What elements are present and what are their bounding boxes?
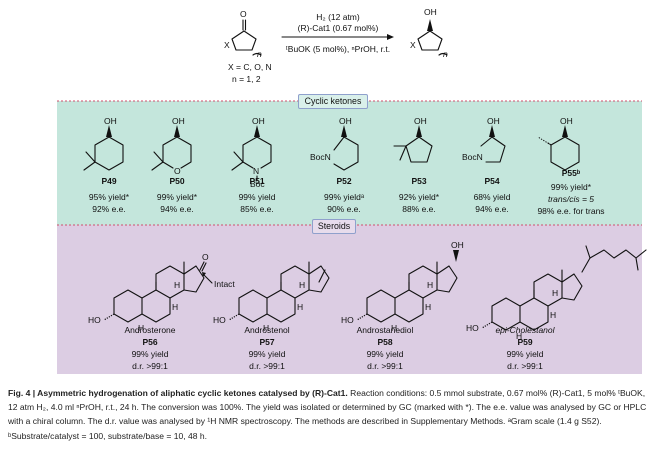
yield-p54: 68% yield bbox=[474, 192, 511, 202]
ee-p51: 85% e.e. bbox=[240, 204, 274, 214]
label-p55: P55ᵇ bbox=[562, 168, 581, 178]
label-p57: P57 bbox=[259, 337, 274, 347]
reaction-scheme: O X n X = C, O, N n = 1, 2 H₂ (12 atm) (… bbox=[224, 7, 448, 84]
steroids-header: Steroids bbox=[312, 219, 356, 234]
yield-p57: 99% yield bbox=[249, 349, 286, 359]
ee-p50: 94% e.e. bbox=[160, 204, 194, 214]
yield-p55: 99% yield* bbox=[551, 182, 592, 192]
caption-body: Reaction conditions: 0.5 mmol substrate,… bbox=[8, 388, 647, 441]
dr-p58: d.r. >99:1 bbox=[367, 361, 403, 371]
svg-text:OH: OH bbox=[172, 116, 185, 126]
ee-p54: 94% e.e. bbox=[475, 204, 509, 214]
svg-text:Boc: Boc bbox=[250, 179, 265, 189]
svg-text:O: O bbox=[174, 166, 181, 176]
product-x: X bbox=[410, 40, 416, 50]
label-p51: P51 bbox=[249, 176, 264, 186]
ee-p55: 98% e.e. for trans bbox=[537, 206, 604, 216]
svg-text:OH: OH bbox=[414, 116, 427, 126]
cyclic-product-labels: P49 95% yield* 92% e.e. P50 99% yield* 9… bbox=[89, 168, 605, 216]
label-p53: P53 bbox=[411, 176, 426, 186]
svg-text:BocN: BocN bbox=[462, 152, 483, 162]
svg-text:O: O bbox=[202, 252, 209, 262]
reactant-ketone: O X n bbox=[224, 9, 262, 59]
yield-p51: 99% yield bbox=[239, 192, 276, 202]
n-definition: n = 1, 2 bbox=[232, 74, 261, 84]
yield-p53: 92% yield* bbox=[399, 192, 440, 202]
label-p54: P54 bbox=[484, 176, 499, 186]
structure-p49: OH bbox=[83, 116, 124, 171]
name-p59: epi-Cholestanol bbox=[495, 325, 555, 335]
svg-text:OH: OH bbox=[560, 116, 573, 126]
steroid-labels: Androsterone P56 99% yield d.r. >99:1 An… bbox=[124, 325, 555, 371]
structure-p50: OH O bbox=[151, 116, 192, 176]
label-p52: P52 bbox=[336, 176, 351, 186]
yield-p56: 99% yield bbox=[132, 349, 169, 359]
svg-text:OH: OH bbox=[451, 240, 464, 250]
svg-text:OH: OH bbox=[487, 116, 500, 126]
yield-p50: 99% yield* bbox=[157, 192, 198, 202]
structure-p51: OH N Boc bbox=[231, 116, 272, 189]
ee-p52: 90% e.e. bbox=[327, 204, 361, 214]
label-p56: P56 bbox=[142, 337, 157, 347]
label-p58: P58 bbox=[377, 337, 392, 347]
arrow-head bbox=[387, 34, 394, 40]
dr-p57: d.r. >99:1 bbox=[249, 361, 285, 371]
product-alcohol: OH X n bbox=[410, 7, 448, 59]
svg-text:N: N bbox=[253, 166, 259, 176]
structure-p56: O Intact bbox=[87, 252, 235, 334]
reactant-n: n bbox=[257, 49, 262, 59]
svg-text:OH: OH bbox=[252, 116, 265, 126]
conditions-catalyst: (R)-Cat1 (0.67 mol%) bbox=[298, 23, 379, 33]
intact-label: Intact bbox=[214, 279, 235, 289]
svg-text:OH: OH bbox=[339, 116, 352, 126]
conditions-h2: H₂ (12 atm) bbox=[316, 12, 360, 22]
yield-p59: 99% yield bbox=[507, 349, 544, 359]
yield-p49: 95% yield* bbox=[89, 192, 130, 202]
reactant-x: X bbox=[224, 40, 230, 50]
steroids-panel bbox=[57, 225, 642, 374]
dr-p59: d.r. >99:1 bbox=[507, 361, 543, 371]
ee-p49: 92% e.e. bbox=[92, 204, 126, 214]
product-n: n bbox=[443, 49, 448, 59]
label-p59: P59 bbox=[517, 337, 532, 347]
label-p50: P50 bbox=[169, 176, 184, 186]
ee-p53: 88% e.e. bbox=[402, 204, 436, 214]
cyclic-ketones-header: Cyclic ketones bbox=[298, 94, 368, 109]
x-definition: X = C, O, N bbox=[228, 62, 272, 72]
svg-text:OH: OH bbox=[104, 116, 117, 126]
ketone-oxygen: O bbox=[240, 9, 247, 19]
conditions-base: ᵗBuOK (5 mol%), ⁿPrOH, r.t. bbox=[286, 44, 390, 54]
structure-p59 bbox=[465, 245, 647, 342]
structure-p54: OH BocN bbox=[462, 116, 506, 163]
name-p57: Androstenol bbox=[244, 325, 289, 335]
label-p49: P49 bbox=[101, 176, 116, 186]
yield-p52: 99% yieldᵃ bbox=[324, 192, 365, 202]
product-oh: OH bbox=[424, 7, 437, 17]
name-p58: Androstanediol bbox=[357, 325, 414, 335]
name-p56: Androsterone bbox=[124, 325, 175, 335]
dr-p56: d.r. >99:1 bbox=[132, 361, 168, 371]
figure-caption: Fig. 4 | Asymmetric hydrogenation of ali… bbox=[8, 386, 656, 443]
svg-text:BocN: BocN bbox=[310, 152, 331, 162]
caption-title: Fig. 4 | Asymmetric hydrogenation of ali… bbox=[8, 388, 348, 398]
structure-p58: OH bbox=[340, 240, 464, 334]
cyclic-ketones-panel bbox=[57, 101, 642, 225]
yield-p58: 99% yield bbox=[367, 349, 404, 359]
structure-p53: OH bbox=[393, 116, 433, 163]
ratio-p55: trans/cis = 5 bbox=[548, 194, 594, 204]
structure-p57 bbox=[212, 261, 330, 334]
structure-p55: OH bbox=[537, 116, 580, 171]
structure-p52: OH BocN bbox=[310, 116, 359, 171]
